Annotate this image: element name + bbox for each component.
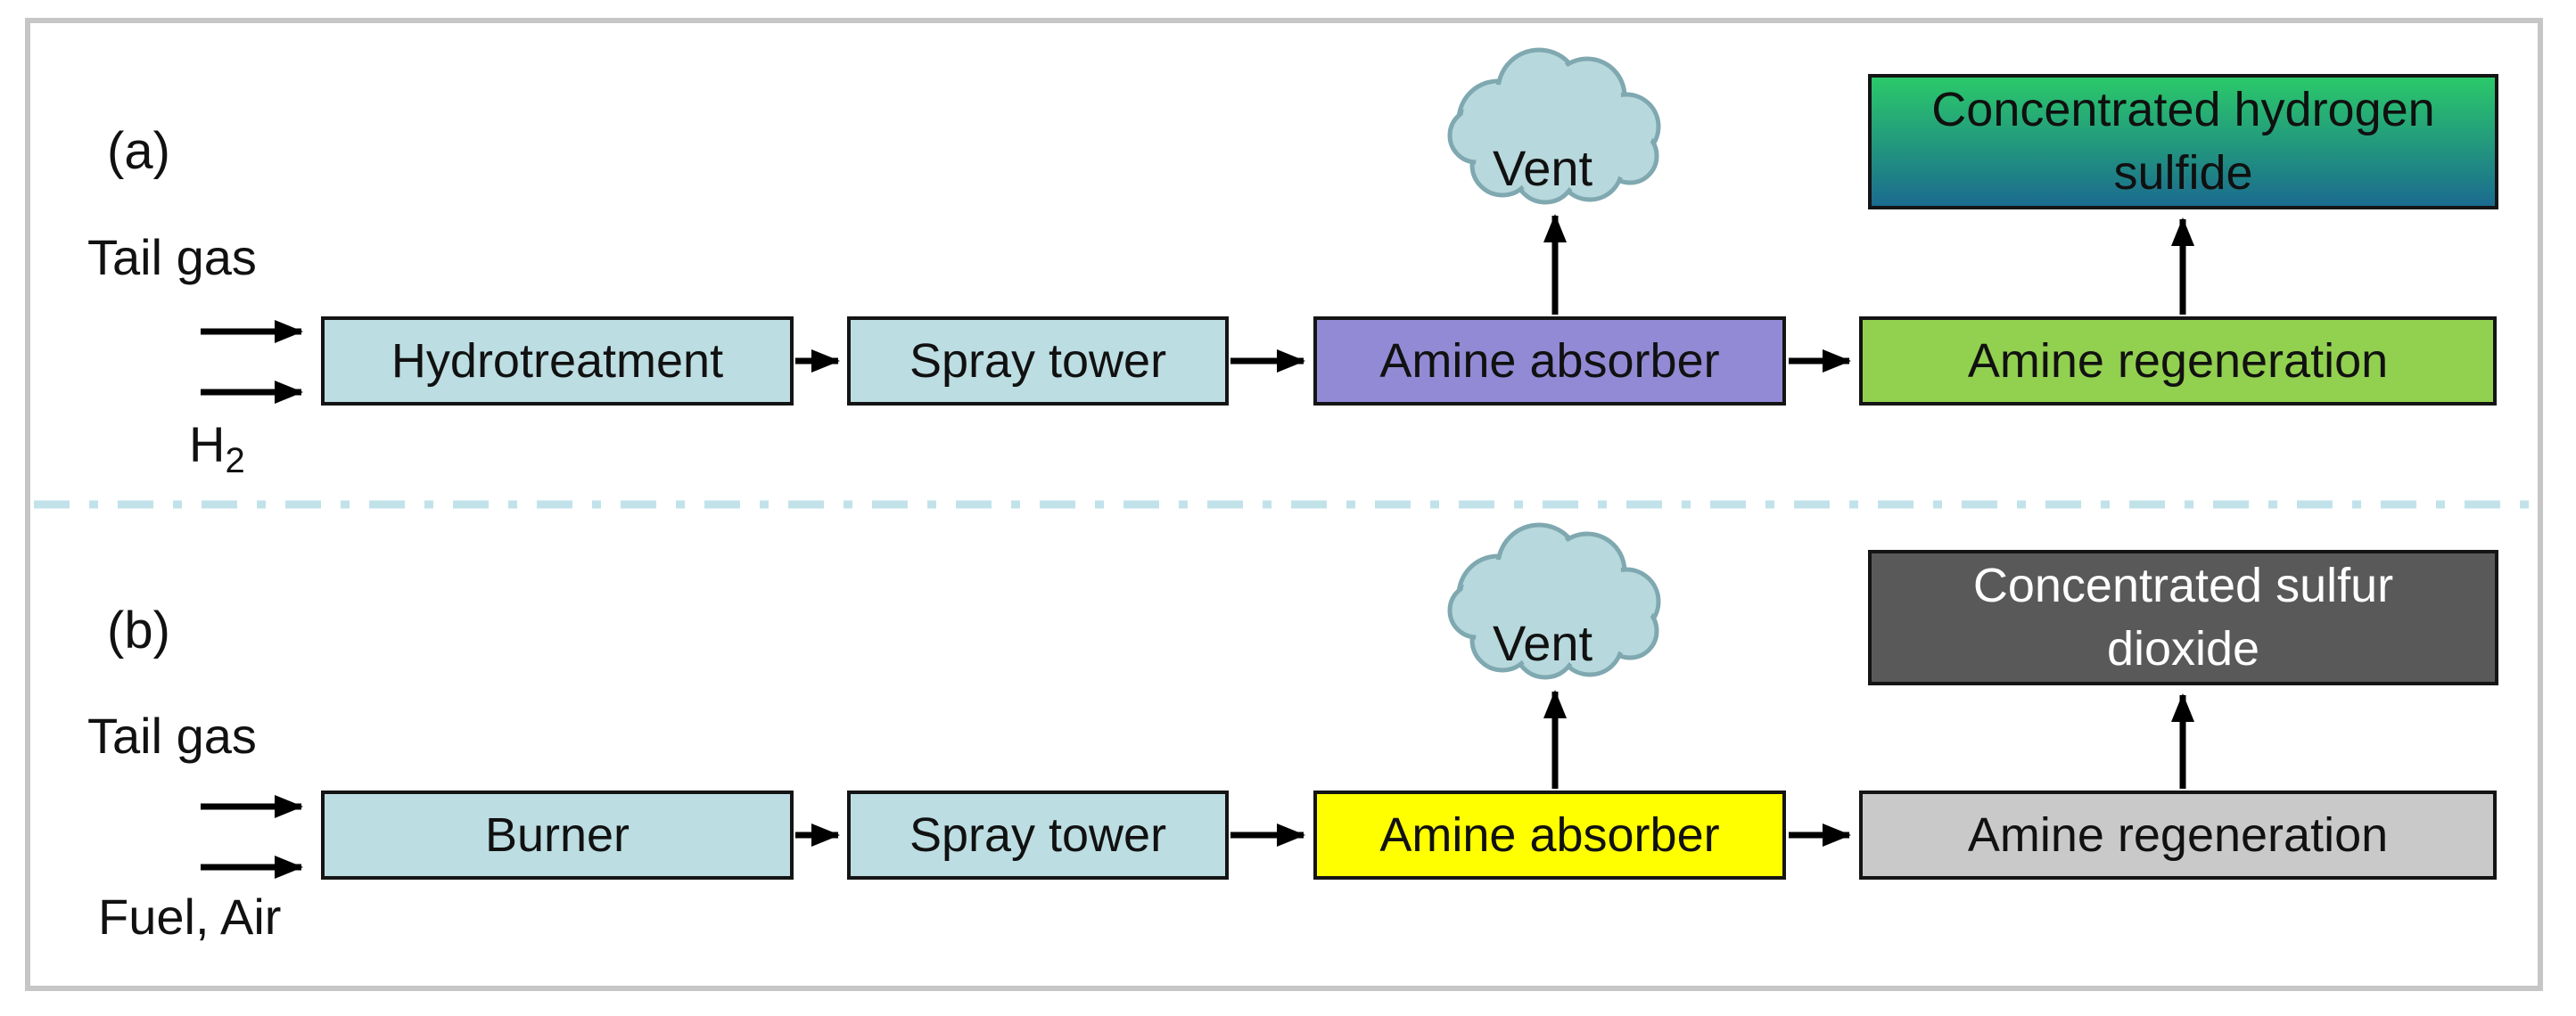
panel-a-label: (a) — [107, 122, 170, 180]
tail-gas-label-a: Tail gas — [87, 229, 257, 285]
product-b-line1: Concentrated sulfur — [1972, 558, 2394, 612]
burner-box: Burner — [321, 791, 794, 880]
fuel-air-label-b: Fuel, Air — [98, 889, 282, 945]
h2-label-a: H2 — [189, 416, 245, 481]
panel-b-label: (b) — [107, 602, 170, 660]
product-a-line1: Concentrated hydrogen — [1931, 82, 2435, 136]
spray-tower-box-a: Spray tower — [847, 316, 1229, 406]
vent-label-a: Vent — [1493, 140, 1593, 196]
vent-label-b: Vent — [1493, 615, 1593, 671]
vent-cloud-icon-b: Vent — [1447, 522, 1661, 680]
amine-regeneration-box-a: Amine regeneration — [1859, 316, 2497, 406]
product-b-line2: dioxide — [2106, 622, 2260, 676]
amine-absorber-box-b: Amine absorber — [1313, 791, 1786, 880]
tail-gas-label-b: Tail gas — [87, 708, 257, 764]
hydrotreatment-box: Hydrotreatment — [321, 316, 794, 406]
concentrated-so2-box: Concentrated sulfur dioxide — [1868, 550, 2498, 685]
vent-cloud-icon-a: Vent — [1447, 47, 1661, 205]
product-a-line2: sulfide — [2113, 146, 2253, 200]
amine-absorber-box-a: Amine absorber — [1313, 316, 1786, 406]
spray-tower-box-b: Spray tower — [847, 791, 1229, 880]
amine-regeneration-box-b: Amine regeneration — [1859, 791, 2497, 880]
concentrated-h2s-box: Concentrated hydrogen sulfide — [1868, 74, 2498, 209]
